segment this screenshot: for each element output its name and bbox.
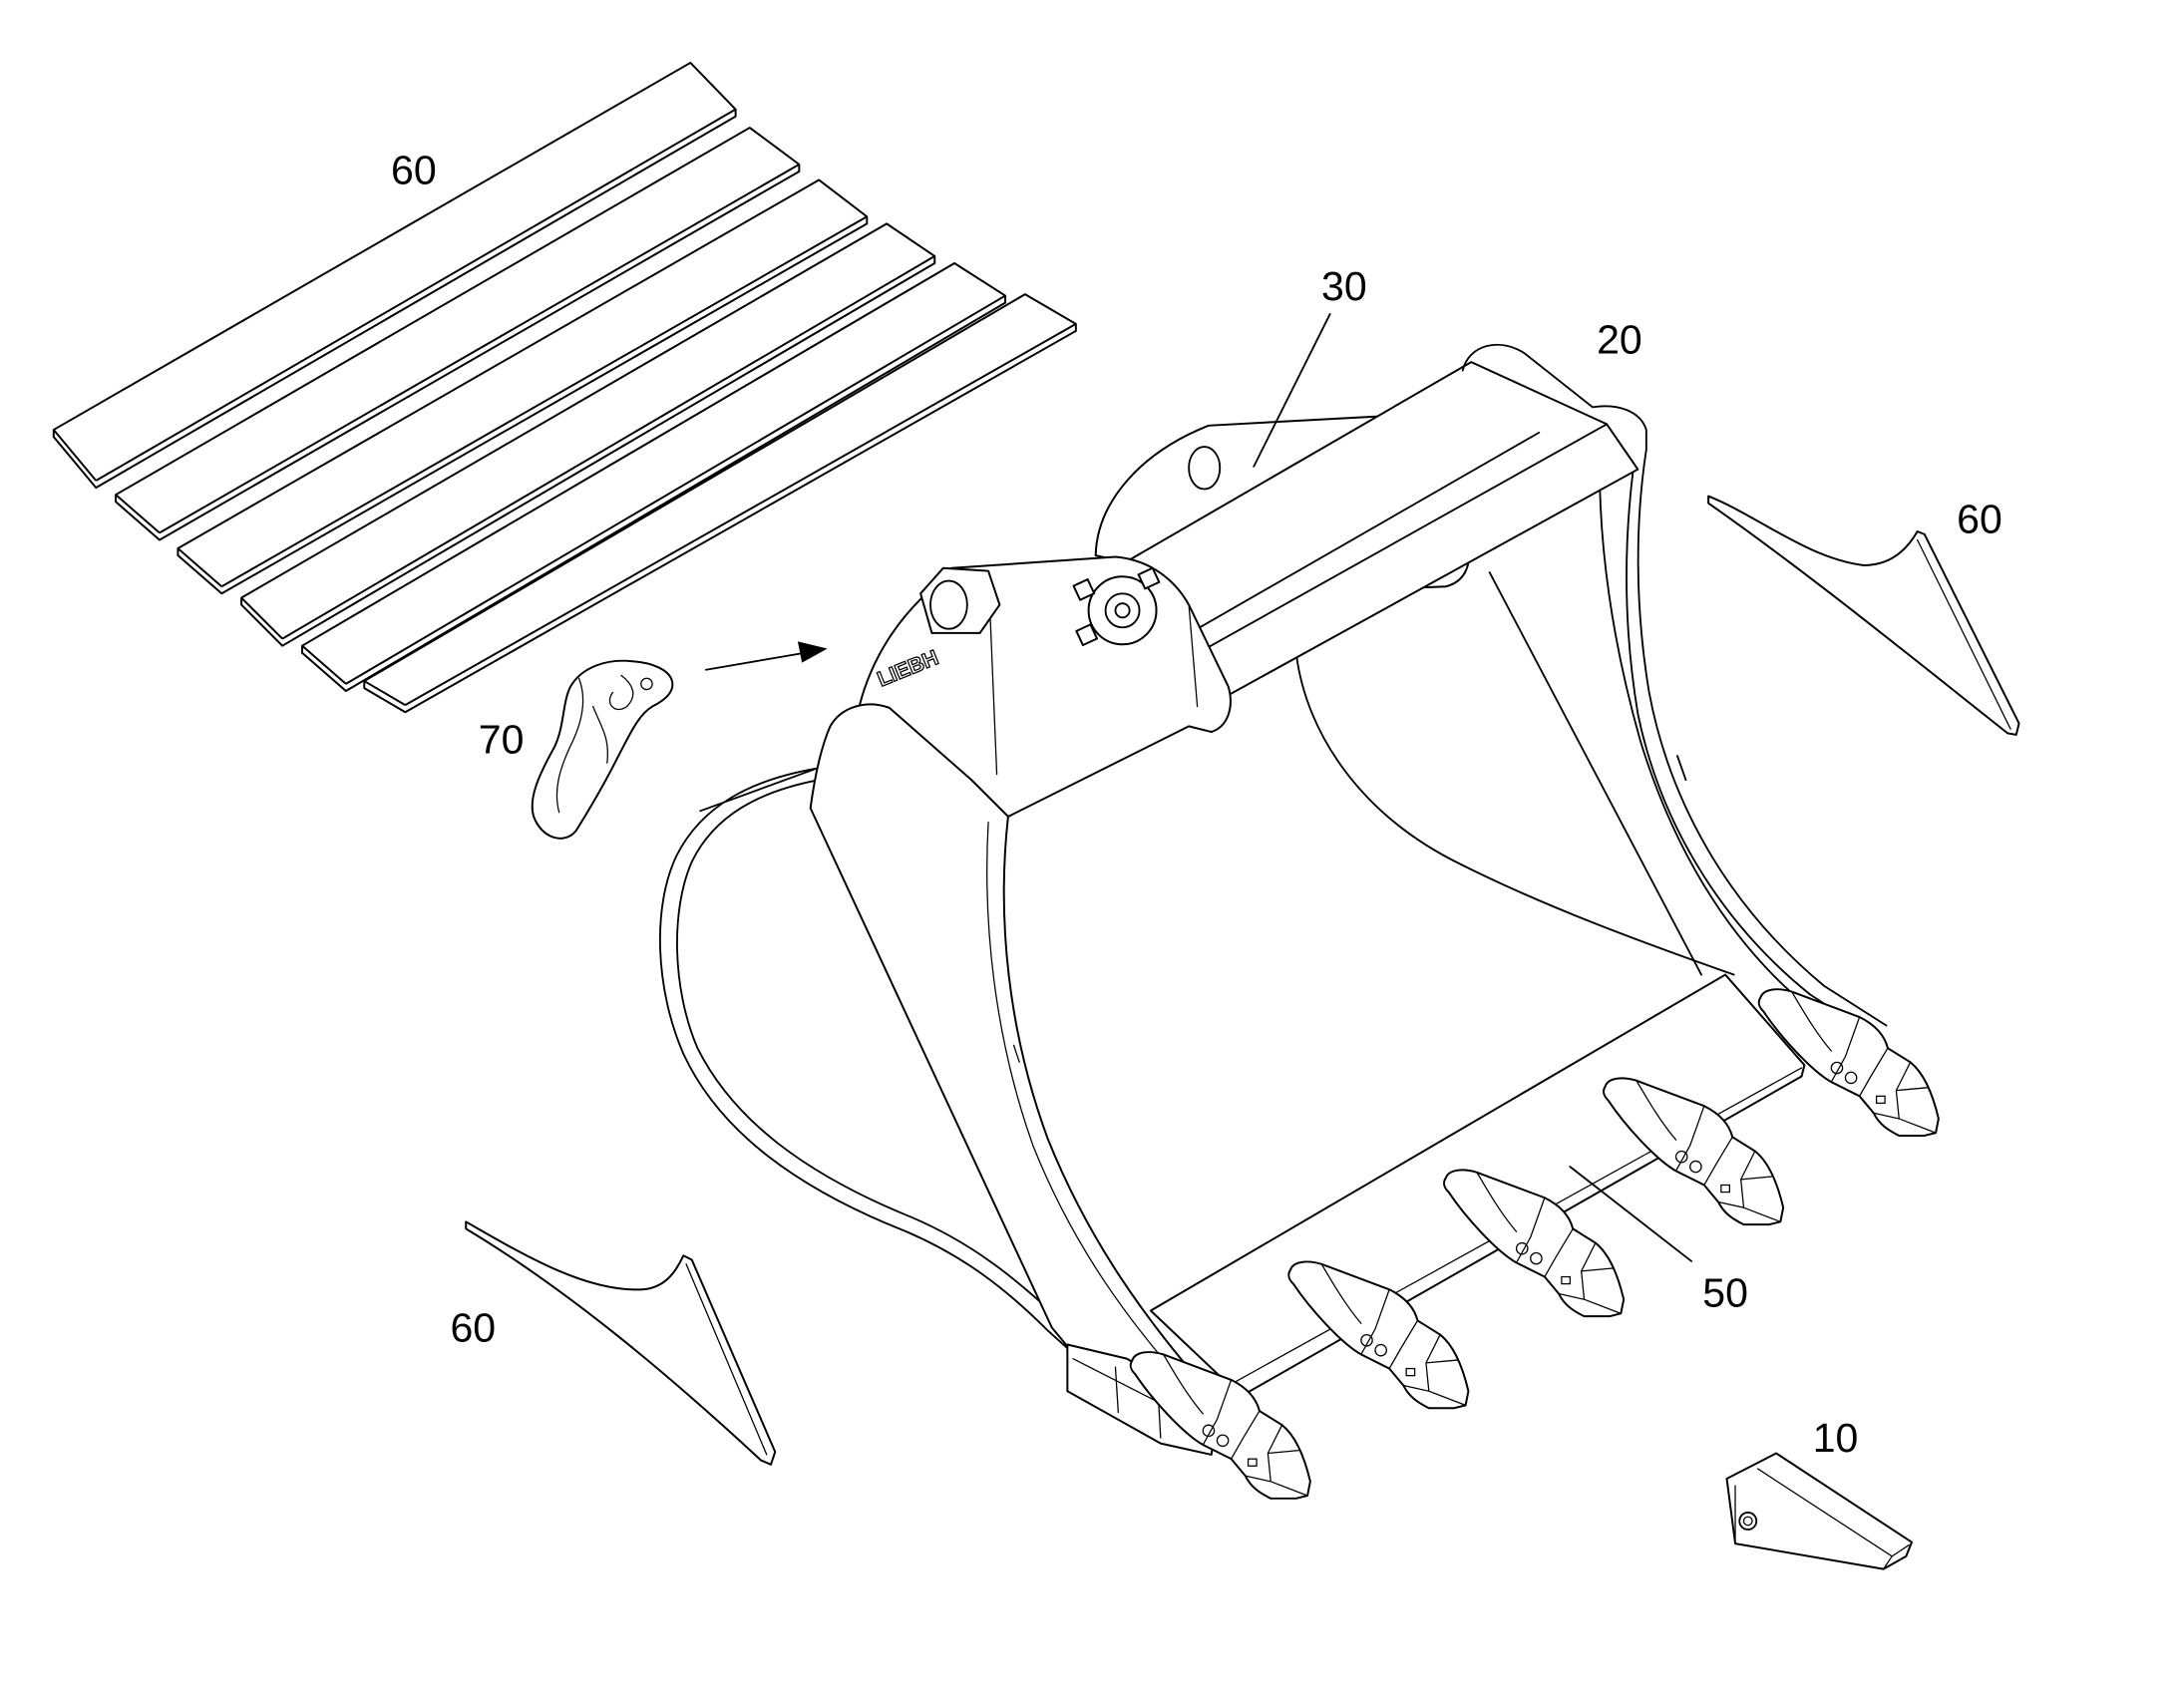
wear-strip (115, 127, 801, 541)
label-piece: 70 (479, 716, 525, 762)
side-wear-plate-right (1707, 495, 2020, 736)
wear-strip (240, 222, 936, 647)
pin-center (1114, 602, 1131, 619)
label-lip: 50 (1702, 1269, 1748, 1315)
bolt-head (1072, 578, 1096, 601)
wear-strip (177, 178, 869, 595)
side-plate-right-edge (1917, 538, 2011, 730)
bucket-back-plate (1294, 571, 1735, 976)
heel-shroud-piece (531, 659, 674, 840)
right-side-arm (1599, 448, 1888, 1033)
tooth-tip (1725, 1452, 1913, 1570)
label-strips: 60 (391, 148, 437, 193)
label-body: 20 (1597, 317, 1642, 363)
front-mounting-plate: LIEBH (854, 555, 1232, 818)
side-plate-left-outline (465, 1220, 777, 1466)
left-side-plate-edges (658, 767, 1077, 1357)
pin-boss-inner (1104, 592, 1141, 629)
side-plate-left-edge (685, 1263, 768, 1456)
tooth-tip-pin-hole-inner (1742, 1516, 1753, 1527)
rear-plate-hole (1188, 446, 1222, 491)
bolt-head (1137, 566, 1161, 590)
shroud-outline (531, 659, 674, 840)
bolt-head (1075, 623, 1099, 647)
arrow-head (797, 641, 828, 663)
wear-strips (52, 61, 1077, 714)
leader-line-30 (1253, 313, 1331, 468)
left-side-plate (658, 767, 1077, 1357)
side-plate-right-outline (1707, 495, 2020, 736)
label-side-left: 60 (450, 1305, 496, 1351)
side-wear-plate-left (465, 1220, 777, 1466)
pin-boss (1087, 575, 1158, 646)
wear-strip (52, 61, 737, 490)
arrow-shaft (704, 651, 806, 671)
label-bracket: 30 (1321, 263, 1367, 309)
wear-strip (300, 261, 1007, 692)
back-plate-curve (1294, 571, 1735, 976)
tooth-tip-edges (1734, 1468, 1910, 1570)
shroud-hole (640, 677, 653, 691)
label-tip: 10 (1813, 1415, 1859, 1461)
shroud-details (555, 674, 634, 814)
tooth-tip-pin-hole (1738, 1512, 1758, 1531)
left-arm-inner-edge (986, 822, 1202, 1402)
lug-bore (929, 579, 968, 630)
arrow (704, 641, 828, 671)
right-arm-edges (1599, 448, 1888, 1033)
leader-line-50 (1569, 1166, 1693, 1262)
label-side-right: 60 (1957, 496, 2002, 541)
wear-strip (363, 293, 1077, 714)
